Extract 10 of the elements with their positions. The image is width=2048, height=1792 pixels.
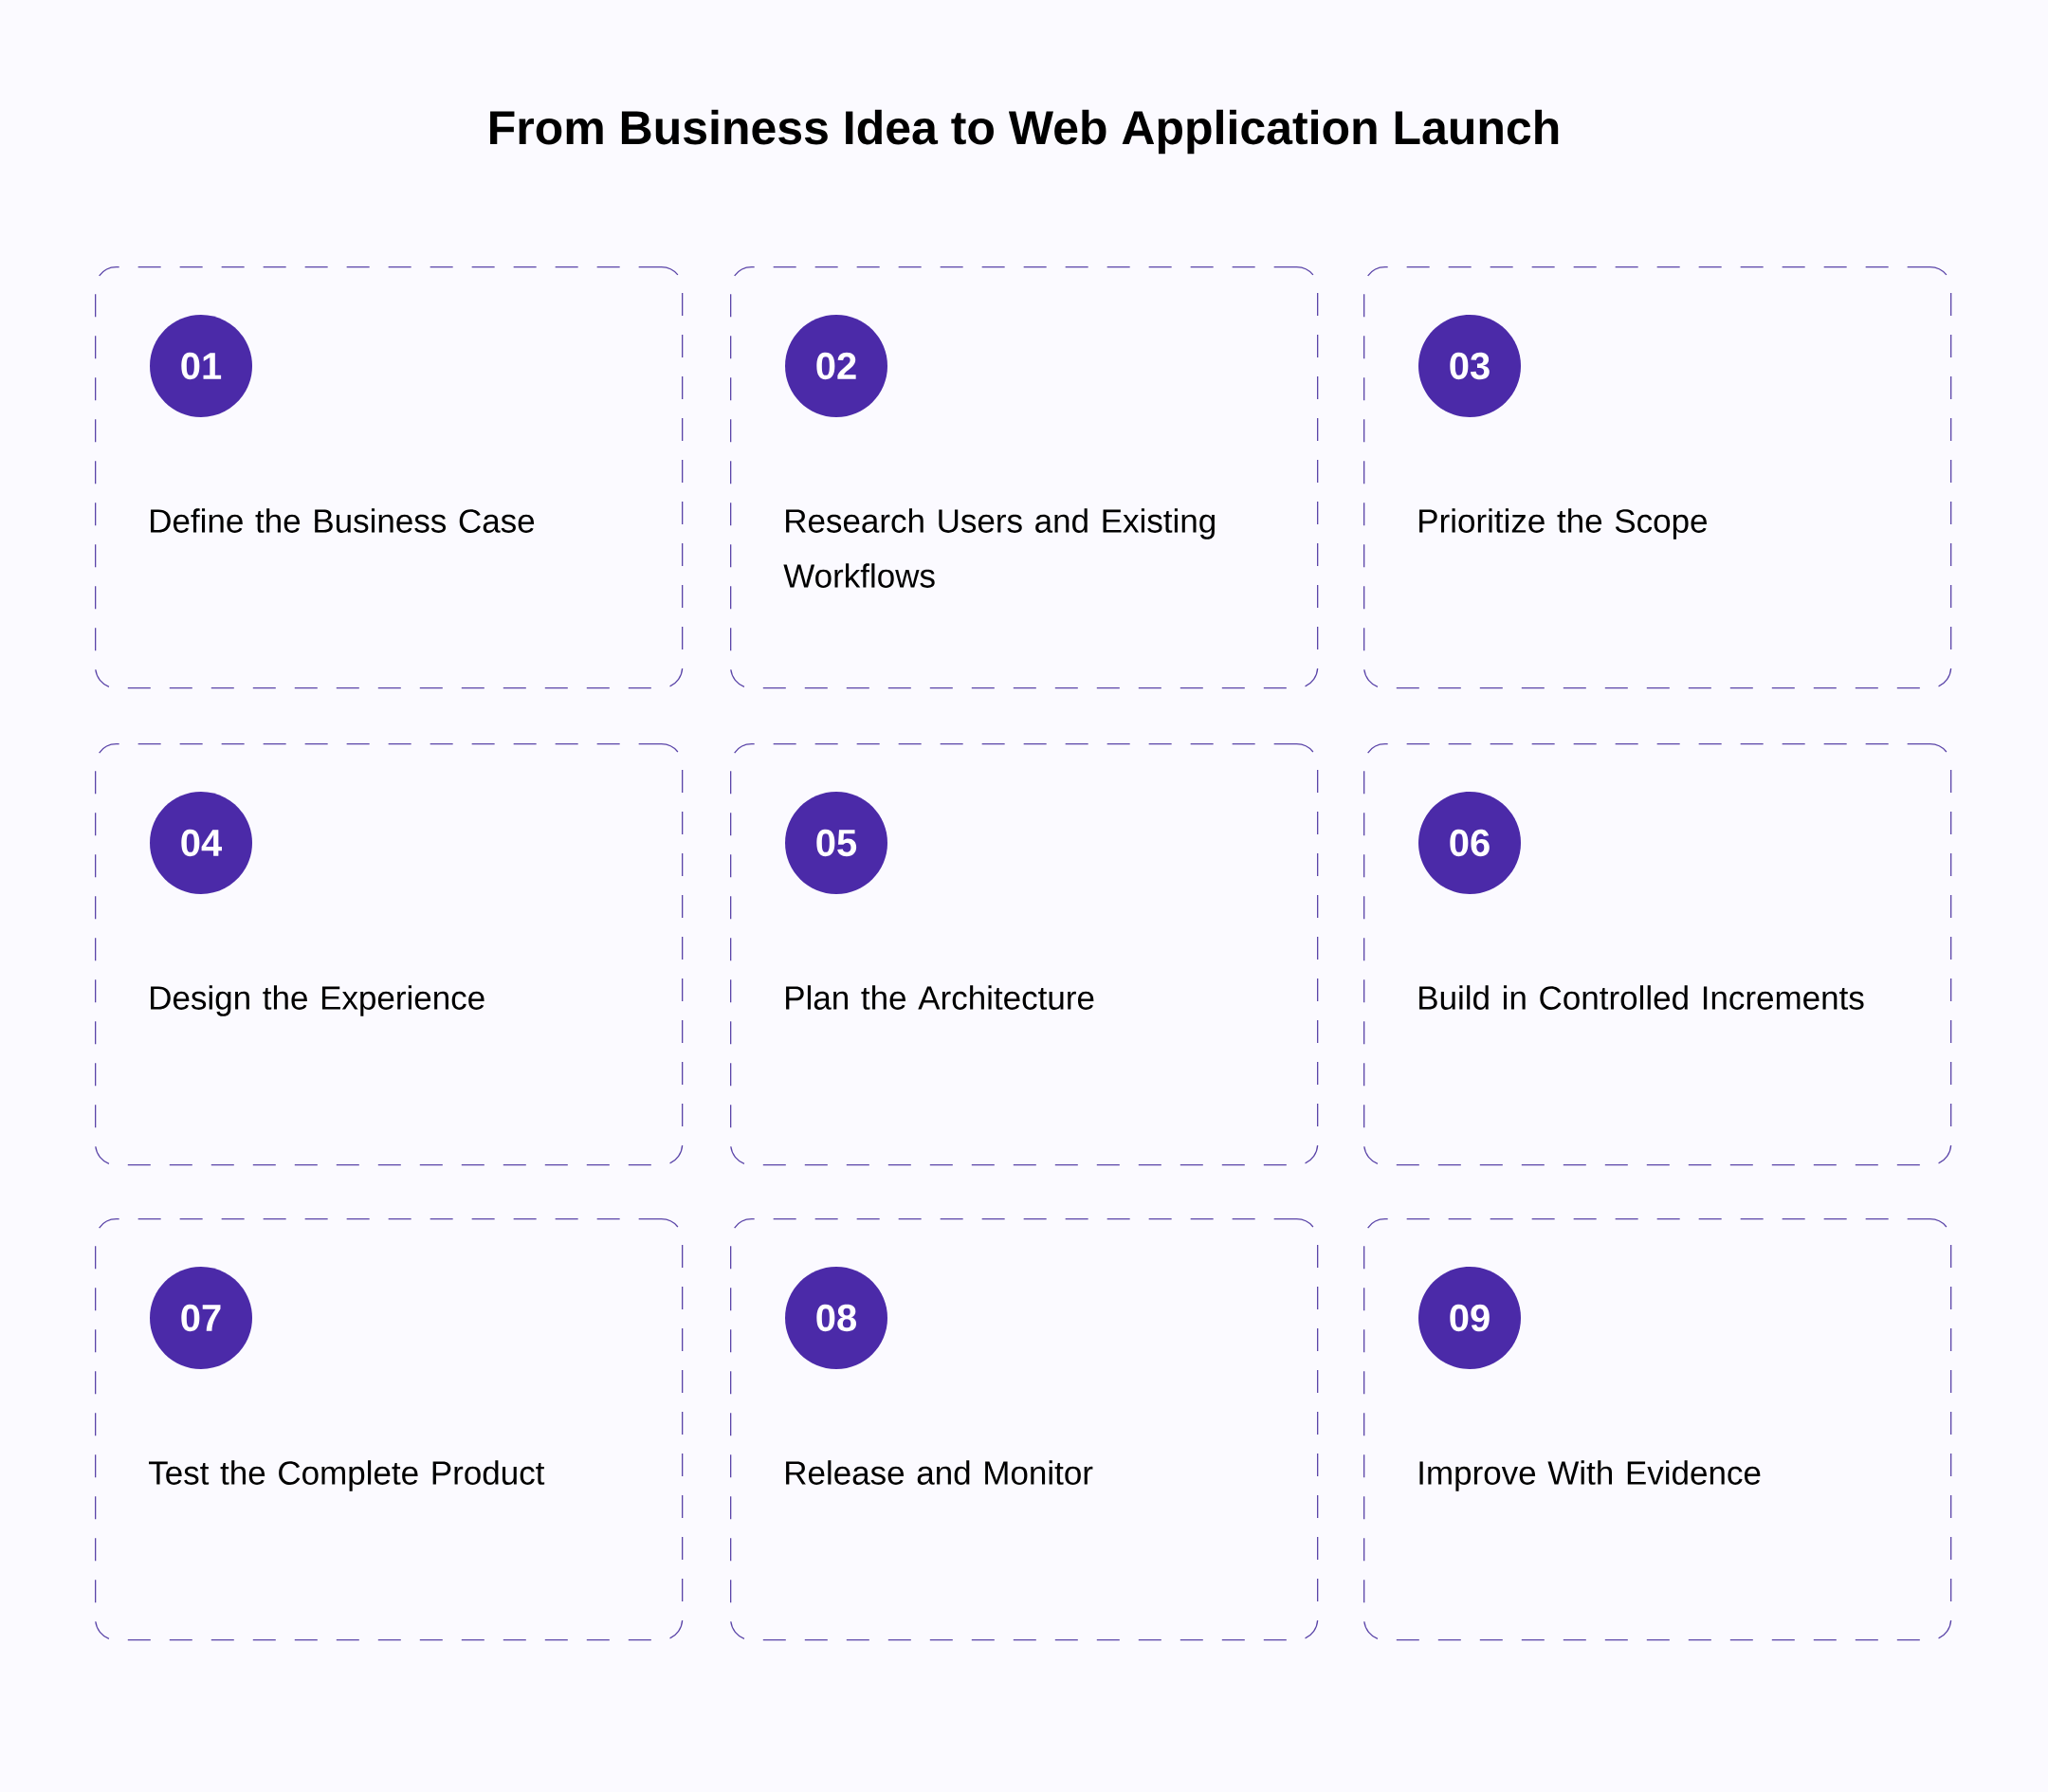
step-number: 06 — [1418, 792, 1521, 894]
step-number: 01 — [150, 315, 252, 417]
step-number: 07 — [150, 1267, 252, 1369]
title: From Business Idea to Web Application Launch — [490, 109, 1559, 155]
step-number: 05 — [785, 792, 887, 894]
step-number: 02 — [785, 315, 887, 417]
step-number: 04 — [150, 792, 252, 894]
step-number: 03 — [1418, 315, 1521, 417]
step-number: 08 — [785, 1267, 887, 1369]
step-number: 09 — [1418, 1267, 1521, 1369]
